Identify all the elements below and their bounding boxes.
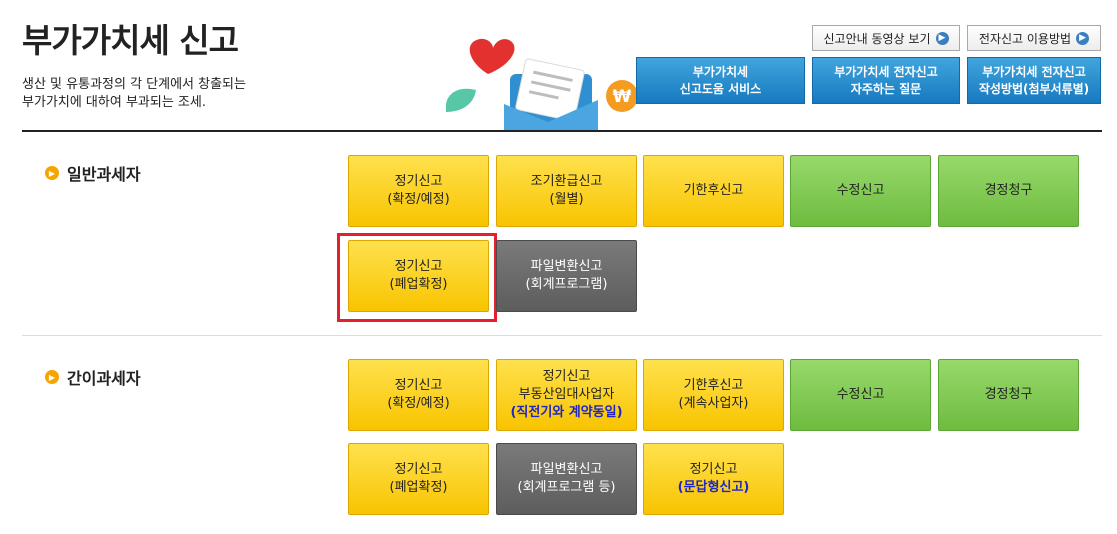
tile-line: 경정청구 xyxy=(984,183,1033,198)
description-line-2: 부가가치에 대하여 부과되는 조세. xyxy=(22,95,206,110)
general-amended-filing-tile[interactable]: 수정신고 xyxy=(790,155,931,227)
tile-line: 부동산임대사업자 xyxy=(518,387,615,402)
arrow-right-icon: ▶ xyxy=(1076,31,1090,45)
tile-line: 경정청구 xyxy=(984,387,1033,402)
selection-highlight xyxy=(337,233,497,322)
filing-help-service-button[interactable]: 부가가치세 신고도움 서비스 xyxy=(636,57,805,104)
button-line: 부가가치세 전자신고 xyxy=(834,64,938,79)
header-divider xyxy=(22,130,1102,132)
general-regular-filing-tile[interactable]: 정기신고 (확정/예정) xyxy=(348,155,489,227)
general-correction-claim-tile[interactable]: 경정청구 xyxy=(938,155,1079,227)
efiling-howto-label: 전자신고 이용방법 xyxy=(978,31,1072,46)
faq-button[interactable]: 부가가치세 전자신고 자주하는 질문 xyxy=(812,57,960,104)
document-icon xyxy=(515,58,585,122)
general-closure-filing-tile[interactable]: 정기신고 (폐업확정) xyxy=(348,240,489,312)
video-guide-label: 신고안내 동영상 보기 xyxy=(823,31,931,46)
button-line: 신고도움 서비스 xyxy=(679,81,762,96)
tile-line: (확정/예정) xyxy=(387,396,450,411)
tile-line: (폐업확정) xyxy=(389,277,448,292)
section-divider xyxy=(22,335,1102,336)
tile-line: 정기신고 xyxy=(689,462,738,477)
tile-line: 정기신고 xyxy=(542,369,591,384)
general-early-refund-tile[interactable]: 조기환급신고 (월별) xyxy=(496,155,637,227)
general-file-conversion-tile[interactable]: 파일변환신고 (회계프로그램) xyxy=(496,240,637,312)
simplified-correction-claim-tile[interactable]: 경정청구 xyxy=(938,359,1079,431)
tile-line: 수정신고 xyxy=(836,183,885,198)
tile-line: 수정신고 xyxy=(836,387,885,402)
section-label: 일반과세자 xyxy=(67,165,141,184)
simplified-qa-filing-tile[interactable]: 정기신고 (문답형신고) xyxy=(643,443,784,515)
simplified-amended-filing-tile[interactable]: 수정신고 xyxy=(790,359,931,431)
tile-line: 기한후신고 xyxy=(683,378,744,393)
tile-line: (폐업확정) xyxy=(389,480,448,495)
tax-illustration: ₩ xyxy=(446,38,638,132)
button-line: 자주하는 질문 xyxy=(850,81,922,96)
leaf-icon xyxy=(446,88,476,112)
tile-line: (확정/예정) xyxy=(387,192,450,207)
tile-line: 기한후신고 xyxy=(683,183,744,198)
simplified-file-conversion-tile[interactable]: 파일변환신고 (회계프로그램 등) xyxy=(496,443,637,515)
simplified-regular-filing-tile[interactable]: 정기신고 (확정/예정) xyxy=(348,359,489,431)
tile-line: 정기신고 xyxy=(394,378,443,393)
description-line-1: 생산 및 유통과정의 각 단계에서 창출되는 xyxy=(22,77,246,92)
tile-line: 정기신고 xyxy=(394,259,443,274)
simplified-late-filing-tile[interactable]: 기한후신고 (계속사업자) xyxy=(643,359,784,431)
tile-line: (월별) xyxy=(549,192,584,207)
button-line: 작성방법(첨부서류별) xyxy=(978,81,1090,96)
section-label: 간이과세자 xyxy=(67,369,141,388)
tile-line: (회계프로그램) xyxy=(525,277,608,292)
tile-line: (계속사업자) xyxy=(678,396,749,411)
tile-line: 조기환급신고 xyxy=(530,174,603,189)
heart-icon xyxy=(469,38,515,74)
svg-text:₩: ₩ xyxy=(613,87,632,107)
simplified-closure-filing-tile[interactable]: 정기신고 (폐업확정) xyxy=(348,443,489,515)
efiling-howto-button[interactable]: 전자신고 이용방법 ▶ xyxy=(967,25,1101,51)
tile-line: (직전기와 계약동일) xyxy=(510,405,623,420)
tile-line: (문답형신고) xyxy=(677,480,750,495)
won-coin-icon xyxy=(606,80,638,112)
simplified-taxpayer-heading: ▶ 간이과세자 xyxy=(45,365,141,389)
general-late-filing-tile[interactable]: 기한후신고 xyxy=(643,155,784,227)
tile-line: 파일변환신고 xyxy=(530,462,603,477)
simplified-rental-filing-tile[interactable]: 정기신고 부동산임대사업자 (직전기와 계약동일) xyxy=(496,359,637,431)
bullet-arrow-icon: ▶ xyxy=(45,370,59,384)
arrow-right-icon: ▶ xyxy=(935,31,949,45)
tile-line: 정기신고 xyxy=(394,174,443,189)
tile-line: (회계프로그램 등) xyxy=(517,480,616,495)
button-line: 부가가치세 xyxy=(692,64,749,79)
general-taxpayer-heading: ▶ 일반과세자 xyxy=(45,161,141,185)
bullet-arrow-icon: ▶ xyxy=(45,166,59,180)
page-description: 생산 및 유통과정의 각 단계에서 창출되는 부가가치에 대하여 부과되는 조세… xyxy=(22,76,322,112)
video-guide-button[interactable]: 신고안내 동영상 보기 ▶ xyxy=(812,25,960,51)
envelope-front xyxy=(504,100,598,132)
tile-line: 정기신고 xyxy=(394,462,443,477)
filing-method-button[interactable]: 부가가치세 전자신고 작성방법(첨부서류별) xyxy=(967,57,1101,104)
page-title: 부가가치세 신고 xyxy=(22,21,239,60)
button-line: 부가가치세 전자신고 xyxy=(982,64,1086,79)
tile-line: 파일변환신고 xyxy=(530,259,603,274)
